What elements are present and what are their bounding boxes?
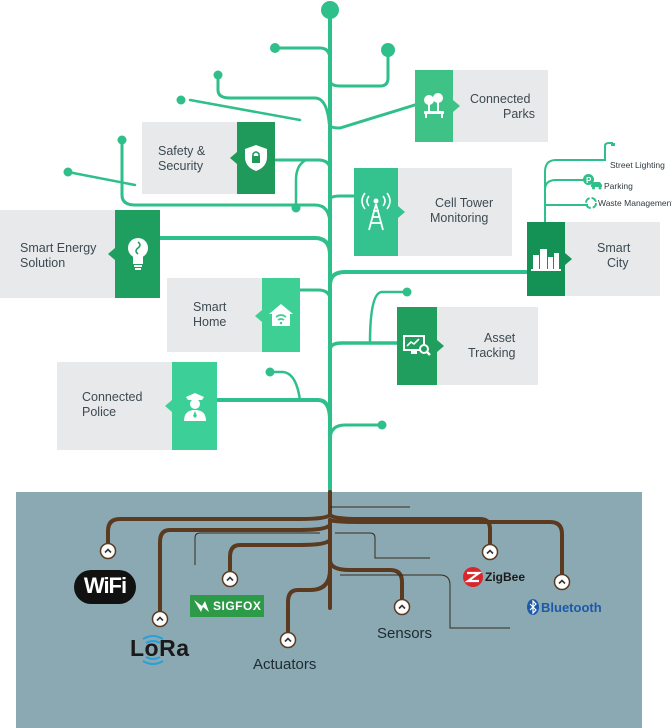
arrow-marker — [565, 253, 572, 265]
wifi-logo: WiFi — [74, 570, 138, 604]
label-line2: Tracking — [468, 346, 516, 360]
label-line1: Connected — [470, 92, 531, 106]
asset-tracking-tile — [397, 307, 437, 385]
safety-security-tile — [237, 122, 275, 194]
arrow-marker — [437, 340, 444, 352]
label-line1: Smart — [193, 300, 227, 314]
sub-item-street-lighting: Street Lighting — [610, 160, 665, 170]
arrow-marker — [453, 100, 460, 112]
asset-tracking-label: Asset Tracking — [468, 331, 515, 361]
zigbee-logo: ZigBee — [462, 566, 525, 588]
cell-tower-tile — [354, 168, 398, 256]
label-line2: City — [607, 256, 629, 270]
home-wifi-icon — [269, 304, 293, 326]
arrow-marker — [165, 400, 172, 412]
label-line1: Smart Energy — [20, 241, 97, 255]
cell-tower-icon — [361, 192, 391, 231]
recycle-icon — [585, 197, 597, 209]
label-line1: Smart — [597, 241, 631, 255]
city-icon — [531, 249, 561, 271]
label-line2: Parks — [503, 107, 535, 121]
twig-dots — [63, 1, 412, 430]
label-line2: Solution — [20, 256, 66, 270]
label-line2: Home — [193, 315, 227, 329]
label-line1: Asset — [484, 331, 516, 345]
arrow-marker — [255, 310, 262, 322]
svg-text:P: P — [586, 176, 592, 185]
bluetooth-label: Bluetooth — [541, 599, 602, 615]
bluetooth-logo: Bluetooth — [527, 599, 602, 615]
street-light-icon — [604, 142, 615, 160]
sub-item-parking: Parking — [604, 181, 633, 191]
actuators-label: Actuators — [253, 656, 317, 673]
connected-police-tile — [172, 362, 217, 450]
label-line1: Safety & — [158, 144, 206, 158]
bluetooth-icon — [527, 599, 539, 615]
wifi-label: WiFi — [83, 573, 127, 598]
lightbulb-icon — [127, 238, 148, 270]
parking-icon: P — [583, 174, 594, 185]
zigbee-icon — [463, 567, 483, 587]
car-icon — [591, 182, 602, 190]
connected-parks-tile — [415, 70, 453, 142]
smart-home-tile — [262, 278, 300, 352]
sigfox-logo: SIGFOX — [190, 595, 264, 617]
police-officer-icon — [183, 393, 206, 421]
sensors-label: Sensors — [377, 625, 433, 642]
smart-home-label: Smart Home — [193, 300, 226, 330]
smart-energy-tile — [115, 210, 160, 298]
connected-police-label: Connected Police — [82, 390, 142, 420]
zigbee-label: ZigBee — [485, 570, 526, 584]
smart-energy-label: Smart Energy Solution — [20, 241, 96, 271]
sigfox-bird-icon — [194, 600, 209, 612]
root-nodes — [99, 542, 571, 649]
connected-parks-label: Connected Parks — [470, 92, 535, 122]
cell-tower-label: Cell Tower Monitoring — [430, 196, 493, 226]
lora-label: LoRa — [130, 635, 190, 661]
label-line1: Cell Tower — [435, 196, 494, 210]
label-line2: Monitoring — [430, 211, 489, 225]
safety-security-label: Safety & Security — [158, 144, 205, 174]
label-line2: Police — [82, 405, 117, 419]
arrow-marker — [398, 206, 405, 218]
lora-waves-icon — [142, 635, 164, 665]
lora-logo: LoRa — [130, 635, 190, 665]
sigfox-label: SIGFOX — [213, 599, 262, 613]
tree-stem — [66, 8, 532, 494]
shield-lock-icon — [245, 145, 267, 171]
arrow-marker — [230, 152, 237, 164]
label-line1: Connected — [82, 390, 143, 404]
smart-city-tile — [527, 222, 565, 296]
smart-city-label: Smart City — [597, 241, 630, 271]
label-line2: Security — [158, 159, 204, 173]
arrow-marker — [108, 248, 115, 260]
park-icon — [424, 93, 444, 118]
sub-item-waste-management: Waste Management — [598, 198, 672, 208]
tree-roots — [106, 490, 564, 634]
monitor-search-icon — [403, 335, 431, 356]
thin-roots — [194, 506, 510, 629]
